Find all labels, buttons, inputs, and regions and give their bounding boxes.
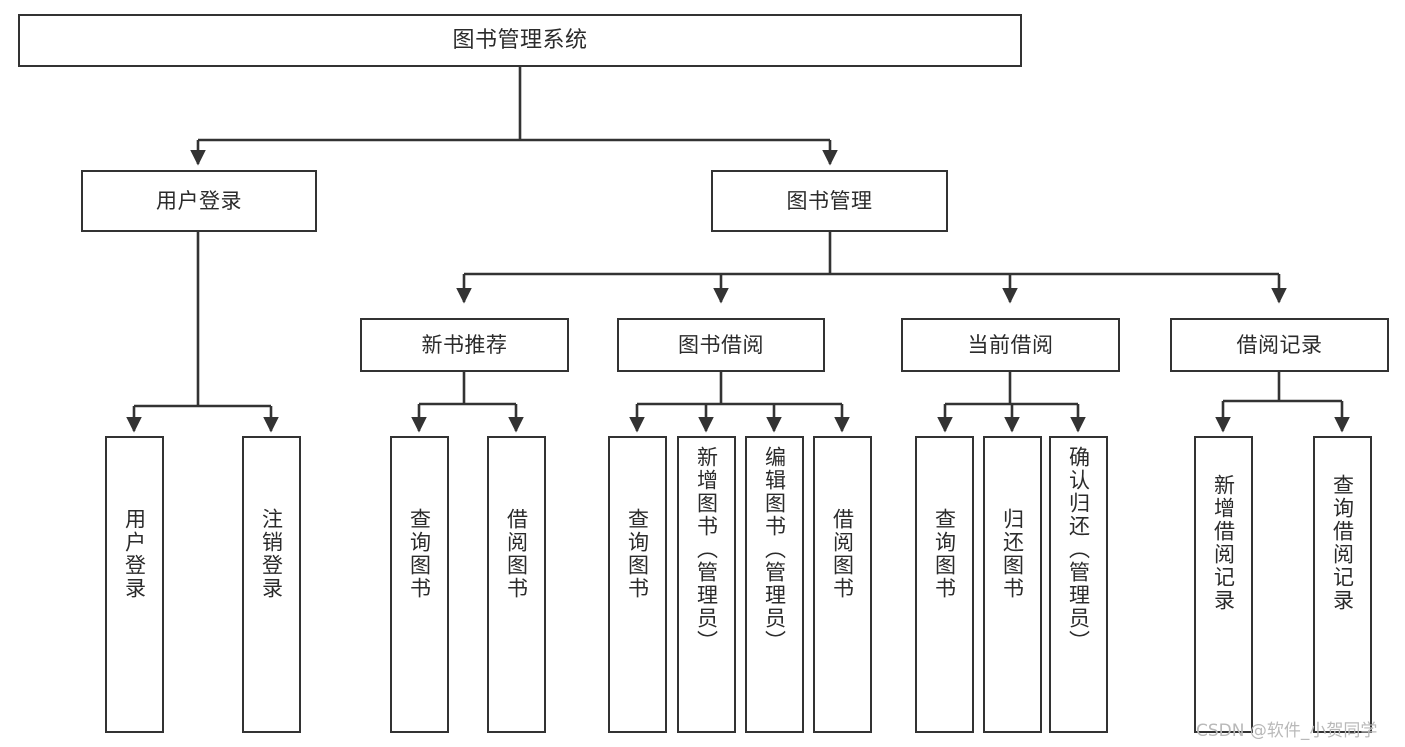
node-label: 新书推荐 bbox=[421, 332, 508, 357]
node-user-login[interactable]: 用户登录 bbox=[81, 170, 317, 232]
node-new-book-recommend[interactable]: 新书推荐 bbox=[360, 318, 569, 372]
node-label: 查询图书 bbox=[932, 508, 957, 600]
node-label: 图书管理 bbox=[786, 188, 873, 213]
node-label: 新增借阅记录 bbox=[1211, 474, 1236, 612]
node-leaf-query-book-3[interactable]: 查询图书 bbox=[915, 436, 974, 733]
node-label: 图书管理系统 bbox=[452, 27, 588, 53]
node-label: 编辑图书（管理员） bbox=[762, 446, 787, 653]
node-leaf-edit-book[interactable]: 编辑图书（管理员） bbox=[745, 436, 804, 733]
node-label: 借阅图书 bbox=[830, 508, 855, 600]
node-label: 查询图书 bbox=[407, 508, 432, 600]
node-leaf-return-book[interactable]: 归还图书 bbox=[983, 436, 1042, 733]
node-root-book-management-system[interactable]: 图书管理系统 bbox=[18, 14, 1022, 67]
watermark-credit: CSDN @软件_小贺同学 bbox=[1196, 721, 1378, 741]
node-leaf-user-login[interactable]: 用户登录 bbox=[105, 436, 164, 733]
node-label: 用户登录 bbox=[122, 508, 147, 600]
node-leaf-add-borrow-record[interactable]: 新增借阅记录 bbox=[1194, 436, 1253, 733]
node-label: 归还图书 bbox=[1000, 508, 1025, 600]
node-label: 当前借阅 bbox=[967, 332, 1054, 357]
node-leaf-confirm-return[interactable]: 确认归还（管理员） bbox=[1049, 436, 1108, 733]
node-borrow-record[interactable]: 借阅记录 bbox=[1170, 318, 1389, 372]
node-leaf-add-book[interactable]: 新增图书（管理员） bbox=[677, 436, 736, 733]
node-label: 确认归还（管理员） bbox=[1066, 446, 1091, 653]
node-label: 查询借阅记录 bbox=[1330, 474, 1355, 612]
node-book-management[interactable]: 图书管理 bbox=[711, 170, 948, 232]
node-label: 新增图书（管理员） bbox=[694, 446, 719, 653]
node-leaf-borrow-book-1[interactable]: 借阅图书 bbox=[487, 436, 546, 733]
node-label: 借阅图书 bbox=[504, 508, 529, 600]
node-current-borrow[interactable]: 当前借阅 bbox=[901, 318, 1120, 372]
node-label: 注销登录 bbox=[259, 508, 284, 600]
node-label: 借阅记录 bbox=[1236, 332, 1323, 357]
node-label: 查询图书 bbox=[625, 508, 650, 600]
node-leaf-borrow-book-2[interactable]: 借阅图书 bbox=[813, 436, 872, 733]
node-leaf-query-book-2[interactable]: 查询图书 bbox=[608, 436, 667, 733]
node-label: 用户登录 bbox=[156, 188, 242, 213]
node-label: 图书借阅 bbox=[678, 332, 764, 357]
node-book-borrow[interactable]: 图书借阅 bbox=[617, 318, 825, 372]
node-leaf-query-borrow-record[interactable]: 查询借阅记录 bbox=[1313, 436, 1372, 733]
node-leaf-logout-login[interactable]: 注销登录 bbox=[242, 436, 301, 733]
node-leaf-query-book-1[interactable]: 查询图书 bbox=[390, 436, 449, 733]
